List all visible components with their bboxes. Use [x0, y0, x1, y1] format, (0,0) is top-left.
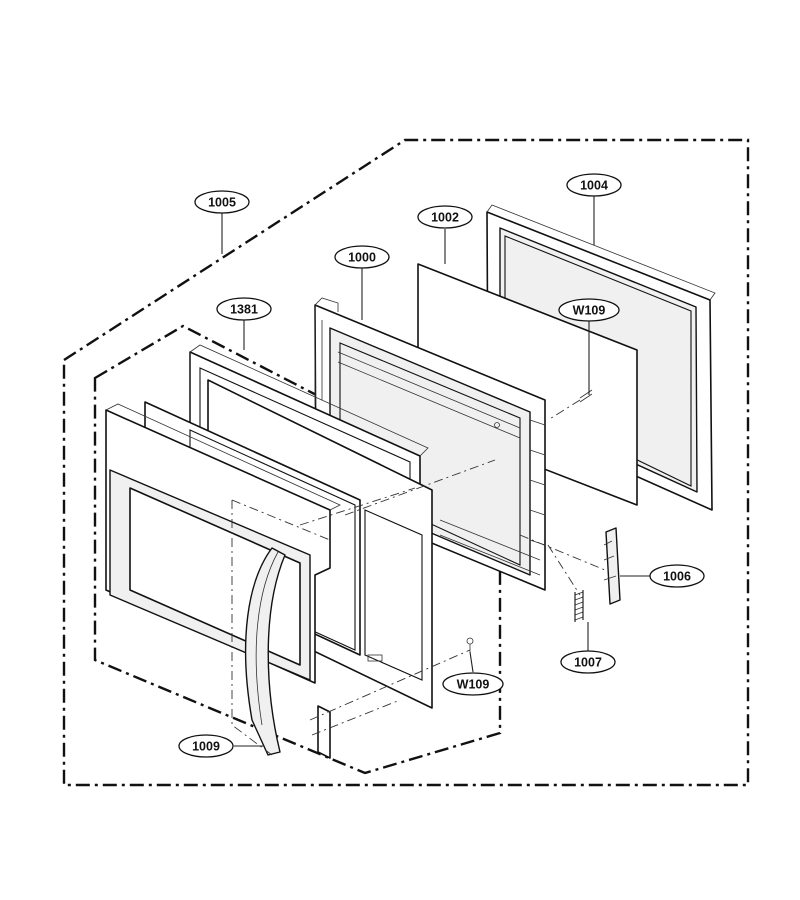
svg-text:1381: 1381	[230, 303, 258, 317]
callout-1000: 1000	[334, 245, 390, 269]
callout-1004: 1004	[566, 173, 622, 197]
callout-1009: 1009	[178, 734, 234, 758]
svg-text:1000: 1000	[348, 251, 376, 265]
callout-1007: 1007	[560, 650, 616, 674]
alignment-lines	[231, 399, 606, 756]
callout-1005: 1005	[194, 190, 250, 214]
callout-w109-lower: W109	[442, 672, 504, 696]
part-1009-handle	[244, 547, 286, 756]
leader-lines	[221, 196, 650, 747]
svg-text:1009: 1009	[192, 740, 220, 754]
part-1007-spring	[574, 590, 584, 622]
callout-1006: 1006	[649, 564, 705, 588]
svg-text:1002: 1002	[431, 211, 459, 225]
callout-1381: 1381	[216, 297, 272, 321]
svg-text:1005: 1005	[208, 196, 236, 210]
svg-text:1004: 1004	[580, 179, 608, 193]
svg-text:W109: W109	[457, 678, 490, 692]
svg-text:1006: 1006	[663, 570, 691, 584]
callout-w109-upper: W109	[558, 298, 620, 322]
part-1006-latch	[603, 527, 621, 605]
screw-w109-upper	[579, 389, 593, 403]
svg-text:W109: W109	[573, 304, 606, 318]
svg-text:1007: 1007	[574, 656, 602, 670]
callout-1002: 1002	[417, 205, 473, 229]
assembly-boundary-1381	[93, 324, 502, 775]
screw-w109-lower	[466, 637, 474, 652]
